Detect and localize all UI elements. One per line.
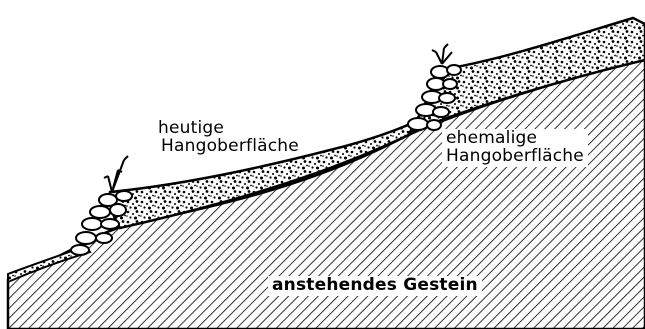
shrub-icon bbox=[432, 44, 452, 64]
label-former-surface: ehemalige Hangoberfläche bbox=[442, 129, 588, 167]
label-present-surface: heutige Hangoberfläche bbox=[158, 120, 299, 156]
shrub-icon bbox=[104, 156, 128, 192]
label-bedrock: anstehendes Gestein bbox=[268, 276, 482, 296]
label-present-line-2: Hangoberfläche bbox=[161, 138, 299, 156]
label-former-line-2: Hangoberfläche bbox=[446, 148, 584, 166]
